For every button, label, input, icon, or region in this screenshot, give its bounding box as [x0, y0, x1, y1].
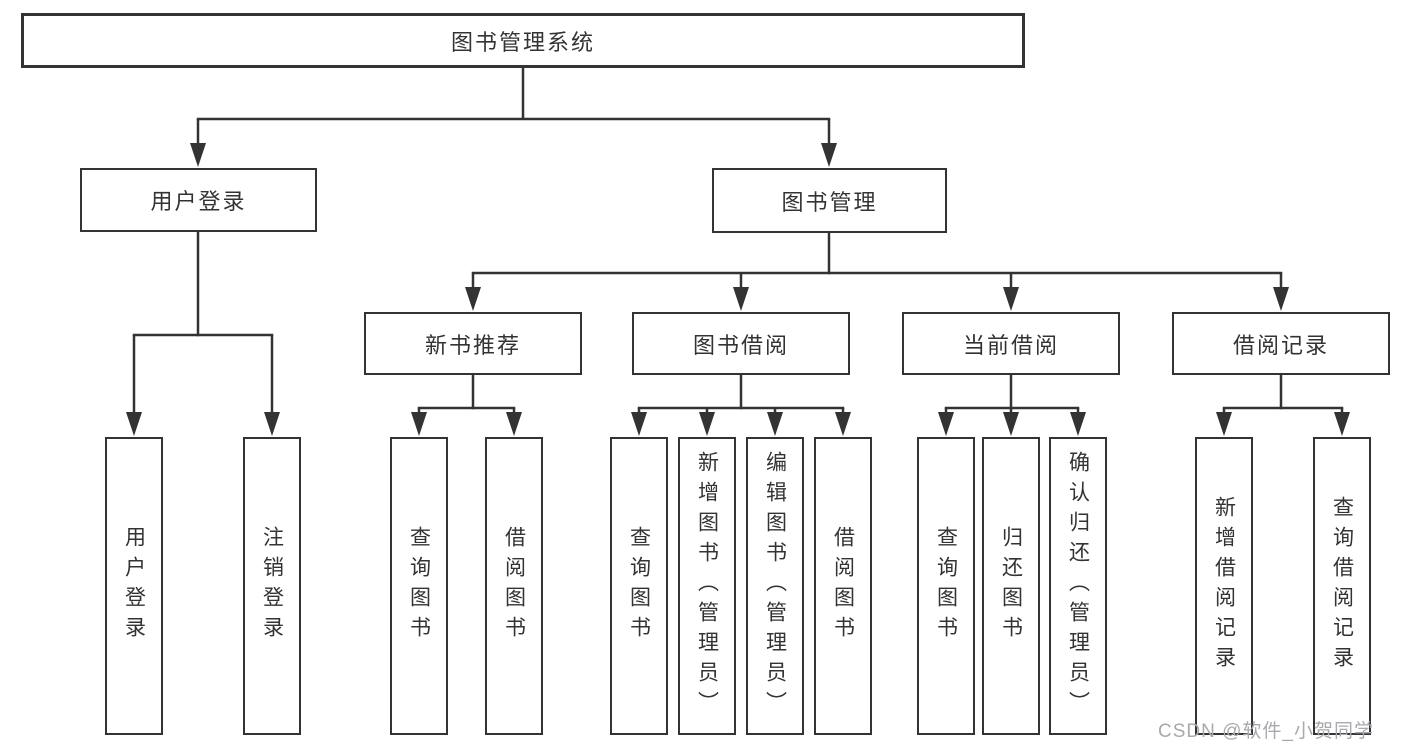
- node-user-login: 用户登录: [80, 168, 317, 232]
- leaf-user-login-label: 用户登录: [122, 526, 146, 646]
- leaf-borrow-books-borrow: 借阅图书: [814, 437, 872, 735]
- leaf-add-book-admin-label: 新增图书（管理员）: [695, 451, 719, 721]
- leaf-confirm-return-admin: 确认归还（管理员）: [1049, 437, 1107, 735]
- node-user-login-label: 用户登录: [150, 189, 247, 214]
- node-root: 图书管理系统: [21, 13, 1025, 68]
- leaf-query-books-current-label: 查询图书: [934, 526, 958, 646]
- node-book-management: 图书管理: [712, 168, 947, 233]
- leaf-return-book: 归还图书: [982, 437, 1040, 735]
- leaf-edit-book-admin: 编辑图书（管理员）: [746, 437, 804, 735]
- node-current-borrow: 当前借阅: [902, 312, 1120, 375]
- leaf-query-borrow-record: 查询借阅记录: [1313, 437, 1371, 735]
- node-borrow-records: 借阅记录: [1172, 312, 1390, 375]
- leaf-logout-label: 注销登录: [260, 526, 284, 646]
- leaf-add-borrow-record: 新增借阅记录: [1195, 437, 1253, 735]
- leaf-query-books-recommend-label: 查询图书: [407, 526, 431, 646]
- leaf-borrow-books-recommend-label: 借阅图书: [502, 526, 526, 646]
- node-current-borrow-label: 当前借阅: [962, 332, 1059, 358]
- leaf-confirm-return-admin-label: 确认归还（管理员）: [1066, 451, 1090, 721]
- leaf-borrow-books-borrow-label: 借阅图书: [831, 526, 855, 646]
- leaf-logout: 注销登录: [243, 437, 301, 735]
- node-new-book-recommend: 新书推荐: [364, 312, 582, 375]
- leaf-user-login: 用户登录: [105, 437, 163, 735]
- leaf-query-borrow-record-label: 查询借阅记录: [1330, 496, 1354, 676]
- leaf-query-books-borrow-label: 查询图书: [627, 526, 651, 646]
- leaf-add-borrow-record-label: 新增借阅记录: [1212, 496, 1236, 676]
- node-root-label: 图书管理系统: [450, 29, 595, 55]
- leaf-edit-book-admin-label: 编辑图书（管理员）: [763, 451, 787, 721]
- leaf-return-book-label: 归还图书: [999, 526, 1023, 646]
- leaf-query-books-recommend: 查询图书: [390, 437, 448, 735]
- node-book-borrow-label: 图书借阅: [692, 332, 789, 358]
- node-book-management-label: 图书管理: [781, 189, 878, 215]
- leaf-borrow-books-recommend: 借阅图书: [485, 437, 543, 735]
- node-new-book-recommend-label: 新书推荐: [424, 332, 521, 358]
- leaf-add-book-admin: 新增图书（管理员）: [678, 437, 736, 735]
- leaf-query-books-borrow: 查询图书: [610, 437, 668, 735]
- leaf-query-books-current: 查询图书: [917, 437, 975, 735]
- node-book-borrow: 图书借阅: [632, 312, 850, 375]
- watermark: CSDN @软件_小贺同学: [1158, 721, 1374, 742]
- node-borrow-records-label: 借阅记录: [1232, 332, 1329, 358]
